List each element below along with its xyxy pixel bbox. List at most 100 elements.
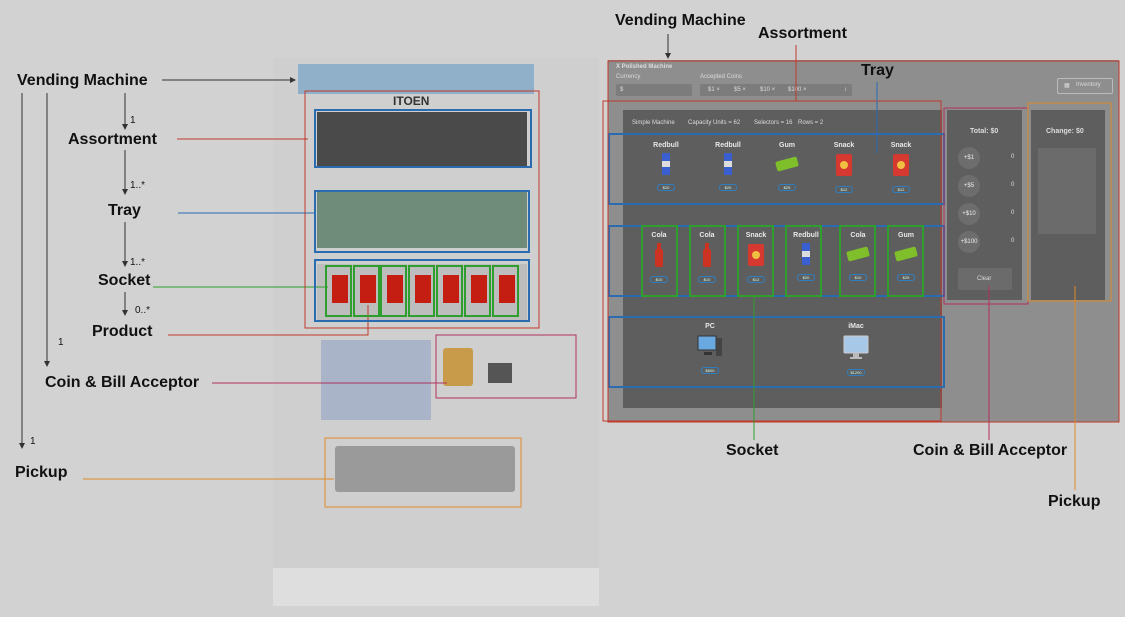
label-assortment-right: Assortment <box>758 25 847 42</box>
product-item[interactable]: Cola $10 <box>631 232 687 283</box>
change-tray <box>1038 148 1096 234</box>
mult-tray-socket: 1..* <box>130 257 146 268</box>
product-name: Redbull <box>715 142 741 149</box>
coin-count: 0 <box>1011 182 1015 188</box>
imac-icon <box>826 334 886 365</box>
box-socket-app <box>839 225 876 297</box>
mult-socket-product: 0..* <box>135 305 151 316</box>
product-item[interactable]: Redbull $20 <box>638 142 694 191</box>
price-badge: $600 <box>701 367 719 374</box>
price-badge: $12 <box>835 186 853 193</box>
box-pickup-app <box>1027 102 1112 302</box>
label-socket-right: Socket <box>726 442 779 459</box>
info-rows: Rows = 2 <box>798 120 824 126</box>
insert-coin-button[interactable]: +$5 <box>958 175 980 197</box>
coin-chip[interactable]: $1 × <box>708 87 720 93</box>
mult-vm-assortment: 1 <box>130 115 136 126</box>
box-tray-photo <box>314 190 530 253</box>
product-box <box>360 275 376 303</box>
product-box <box>332 275 348 303</box>
mult-vm-pickup: 1 <box>30 436 36 447</box>
gum-icon <box>759 153 815 180</box>
product-item[interactable]: PC $600 <box>680 323 740 374</box>
product-name: Snack <box>745 232 767 239</box>
pickup-door-photo <box>335 446 515 492</box>
box-vending-machine-app <box>607 60 1120 423</box>
app-title: X Polished Machine <box>616 64 673 70</box>
label-coin-bill-acceptor-right: Coin & Bill Acceptor <box>913 442 1068 459</box>
redbull-can-icon <box>778 243 834 270</box>
box-coin-bill-acceptor-photo <box>435 334 577 399</box>
product-name: Redbull <box>793 232 819 239</box>
product-item[interactable]: Snack $12 <box>816 142 872 193</box>
price-badge: $20 <box>719 184 737 191</box>
inventory-button-label: Inventory <box>1076 82 1101 88</box>
product-item[interactable]: Redbull $20 <box>778 232 834 281</box>
total-label: Total: $0 <box>970 128 999 135</box>
product-item[interactable]: Gum $25 <box>878 232 934 281</box>
coin-chip[interactable]: $5 × <box>734 87 746 93</box>
clear-button[interactable]: Clear <box>958 268 1012 290</box>
gum-icon <box>830 243 886 270</box>
box-socket-photo <box>464 265 491 317</box>
price-badge: $25 <box>897 274 915 281</box>
label-socket: Socket <box>98 272 151 289</box>
box-socket-photo <box>492 265 519 317</box>
product-item[interactable]: Cola $10 <box>679 232 735 283</box>
price-badge: $10 <box>698 276 716 283</box>
coin-chip[interactable]: $10 × <box>760 87 776 93</box>
box-assortment-app <box>602 100 942 422</box>
coin-slot-photo <box>443 348 473 386</box>
product-name: Cola <box>651 232 667 239</box>
currency-value: $ <box>620 87 624 93</box>
chevron-down-icon[interactable]: ↕ <box>844 87 847 93</box>
mult-assortment-tray: 1..* <box>130 180 146 191</box>
change-label: Change: $0 <box>1046 128 1084 135</box>
product-name: Gum <box>898 232 914 239</box>
machine-base <box>273 568 599 606</box>
cola-bottle-icon <box>631 243 687 272</box>
box-tray-photo <box>314 259 530 322</box>
price-badge: $12 <box>892 186 910 193</box>
box-tray-app <box>608 133 945 205</box>
label-vending-machine-right: Vending Machine <box>615 12 746 29</box>
coin-count: 0 <box>1011 210 1015 216</box>
insert-coin-button[interactable]: +$10 <box>958 203 980 225</box>
label-vending-machine: Vending Machine <box>17 72 148 89</box>
pc-icon <box>680 334 740 363</box>
price-badge: $20 <box>657 184 675 191</box>
info-selectors: Selectors = 16 <box>754 120 793 126</box>
coin-chip[interactable]: $100 × <box>788 87 807 93</box>
product-name: Snack <box>833 142 855 149</box>
box-coin-bill-acceptor-app <box>943 107 1029 305</box>
label-product: Product <box>92 323 153 340</box>
product-name: Redbull <box>653 142 679 149</box>
inventory-button[interactable]: ▦ Inventory <box>1057 78 1113 94</box>
insert-coin-button[interactable]: +$100 <box>958 231 980 253</box>
box-socket-app <box>887 225 924 297</box>
product-item[interactable]: Redbull $20 <box>700 142 756 191</box>
product-name: Cola <box>699 232 715 239</box>
product-item[interactable]: Gum $25 <box>759 142 815 191</box>
accepted-coins-label: Accepted Coins <box>700 74 743 80</box>
coin-count: 0 <box>1011 238 1015 244</box>
clear-button-label: Clear <box>977 276 992 282</box>
insert-coin-button[interactable]: +$1 <box>958 147 980 169</box>
box-tray-app <box>608 225 945 297</box>
price-badge: $1200 <box>847 369 865 376</box>
accepted-coins-select[interactable]: $1 × $5 × $10 × $100 × ↕ <box>700 84 852 96</box>
product-item[interactable]: Snack $12 <box>728 232 784 283</box>
product-item[interactable]: iMac $1200 <box>826 323 886 376</box>
label-tray-right: Tray <box>861 62 894 79</box>
product-item[interactable]: Snack $12 <box>873 142 929 193</box>
redbull-can-icon <box>638 153 694 180</box>
currency-label: Currency <box>616 74 641 80</box>
mult-vm-acceptor: 1 <box>58 337 64 348</box>
product-box <box>387 275 403 303</box>
currency-input[interactable]: $ <box>616 84 692 96</box>
product-box <box>471 275 487 303</box>
product-item[interactable]: Cola $10 <box>830 232 886 281</box>
box-socket-app <box>641 225 678 297</box>
label-pickup: Pickup <box>15 464 68 481</box>
